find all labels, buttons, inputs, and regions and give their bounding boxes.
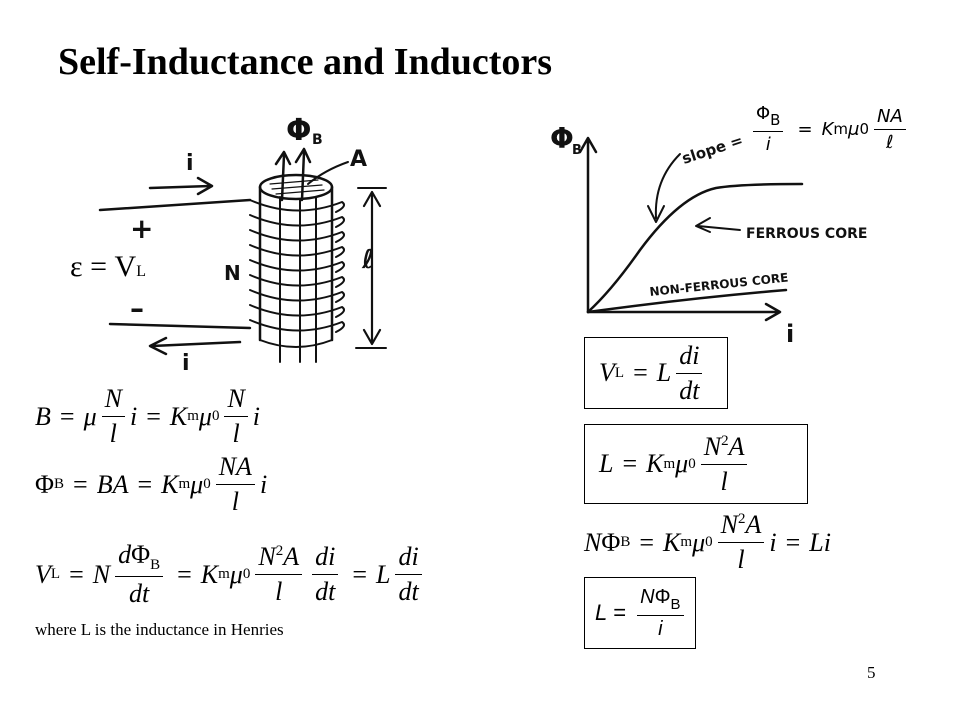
x-axis <box>586 302 782 322</box>
top-lead-wire <box>98 198 252 212</box>
minus-sign: – <box>130 292 144 325</box>
slope-text: slope = <box>680 131 746 168</box>
slope-pointer <box>647 153 681 223</box>
inductor-coil-diagram: Φ B A i i + – N ℓ <box>98 113 387 376</box>
non-ferrous-label: NON-FERROUS CORE <box>649 270 789 298</box>
ferrous-label: FERROUS CORE <box>746 226 867 242</box>
area-label: A <box>350 147 367 172</box>
page-title: Self-Inductance and Inductors <box>58 41 553 83</box>
area-hatch <box>269 179 325 195</box>
inductance-caption: where L is the inductance in Henries <box>35 620 284 639</box>
non-ferrous-curve <box>586 288 788 314</box>
coil-bottom-edge <box>259 339 333 348</box>
area-pointer <box>307 161 349 185</box>
flux-arrow-left <box>274 150 292 202</box>
y-axis-label: Φ <box>550 122 574 155</box>
length-ticks <box>355 187 387 349</box>
emf-label: ε = VL <box>70 250 146 283</box>
ferrous-pointer <box>695 217 741 233</box>
length-label: ℓ <box>361 245 374 275</box>
current-label-top: i <box>186 151 194 176</box>
bottom-lead-wire <box>108 322 252 330</box>
page-number: 5 <box>867 663 876 682</box>
current-label-bottom: i <box>182 351 190 376</box>
flux-current-graph: Φ B i slope = FERROUS CORE NON-FERROUS C… <box>550 122 867 348</box>
ferrous-curve <box>586 182 804 314</box>
current-arrow-bottom <box>148 336 242 356</box>
flux-label: Φ <box>286 113 312 148</box>
flux-subscript: B <box>312 132 323 148</box>
x-axis-label: i <box>786 320 794 348</box>
y-axis-subscript: B <box>572 143 582 158</box>
y-axis <box>578 136 598 314</box>
coil-windings <box>249 199 345 333</box>
plus-sign: + <box>130 212 153 245</box>
coil-inner-lines <box>279 196 317 363</box>
current-arrow-top <box>148 176 214 196</box>
turns-label: N <box>224 261 241 285</box>
length-arrow <box>362 190 382 346</box>
